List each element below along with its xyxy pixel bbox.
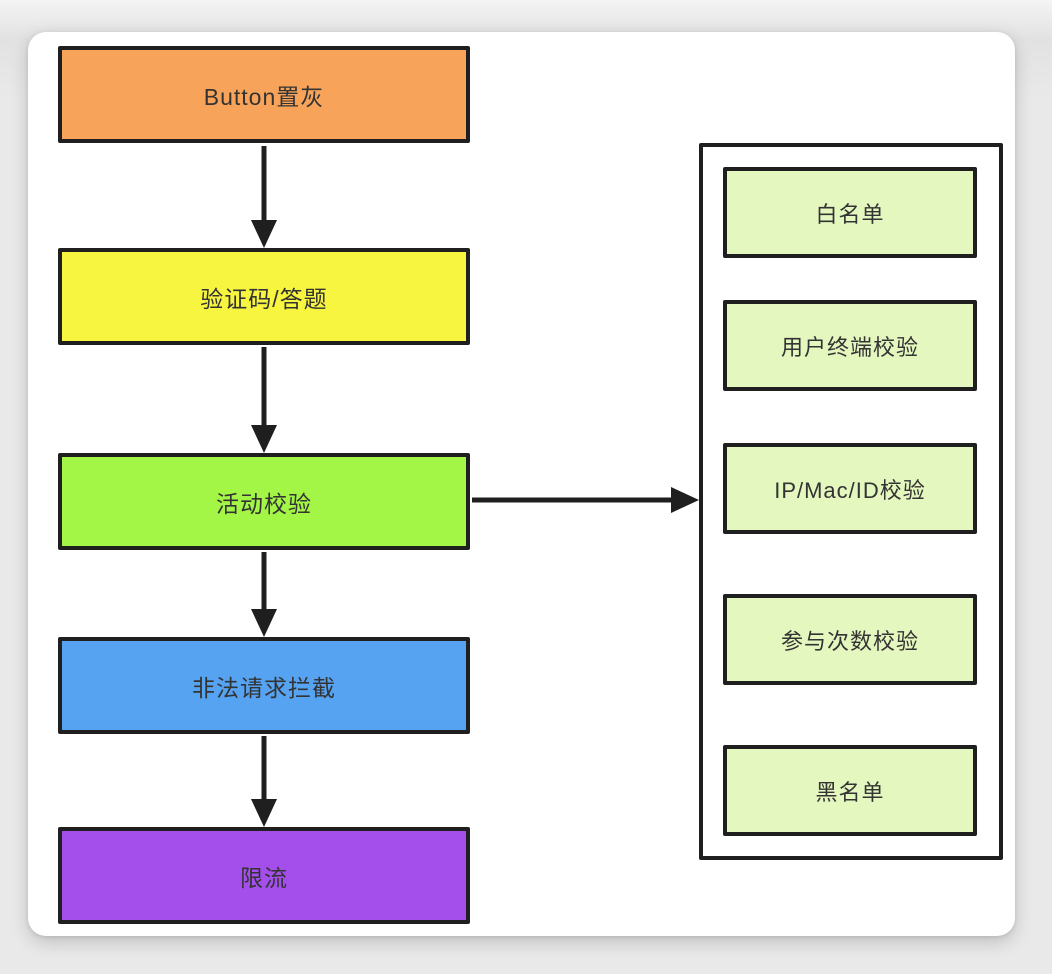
flow-step-label: 验证码/答题 <box>200 285 328 312</box>
check-item-label: 用户终端校验 <box>780 334 919 360</box>
check-item-label: 白名单 <box>815 201 885 227</box>
flow-step-label: Button置灰 <box>203 83 325 110</box>
check-item-label: IP/Mac/ID校验 <box>774 477 926 503</box>
flow-step-label: 非法请求拦截 <box>192 674 336 701</box>
flow-step-rate-limit: 限流 <box>58 827 470 924</box>
flow-step-label: 限流 <box>240 864 288 891</box>
flow-step-button-disable: Button置灰 <box>58 46 470 143</box>
check-item-label: 黑名单 <box>815 779 885 805</box>
flow-step-activity-check: 活动校验 <box>58 453 470 550</box>
check-item-user-terminal: 用户终端校验 <box>723 300 977 391</box>
flow-step-illegal-request-intercept: 非法请求拦截 <box>58 637 470 734</box>
flow-step-captcha-quiz: 验证码/答题 <box>58 248 470 345</box>
check-item-participation-count: 参与次数校验 <box>723 594 977 685</box>
check-item-blacklist: 黑名单 <box>723 745 977 836</box>
flow-step-label: 活动校验 <box>216 490 312 517</box>
check-item-whitelist: 白名单 <box>723 167 977 258</box>
check-item-label: 参与次数校验 <box>780 628 919 654</box>
check-item-ip-mac-id: IP/Mac/ID校验 <box>723 443 977 534</box>
